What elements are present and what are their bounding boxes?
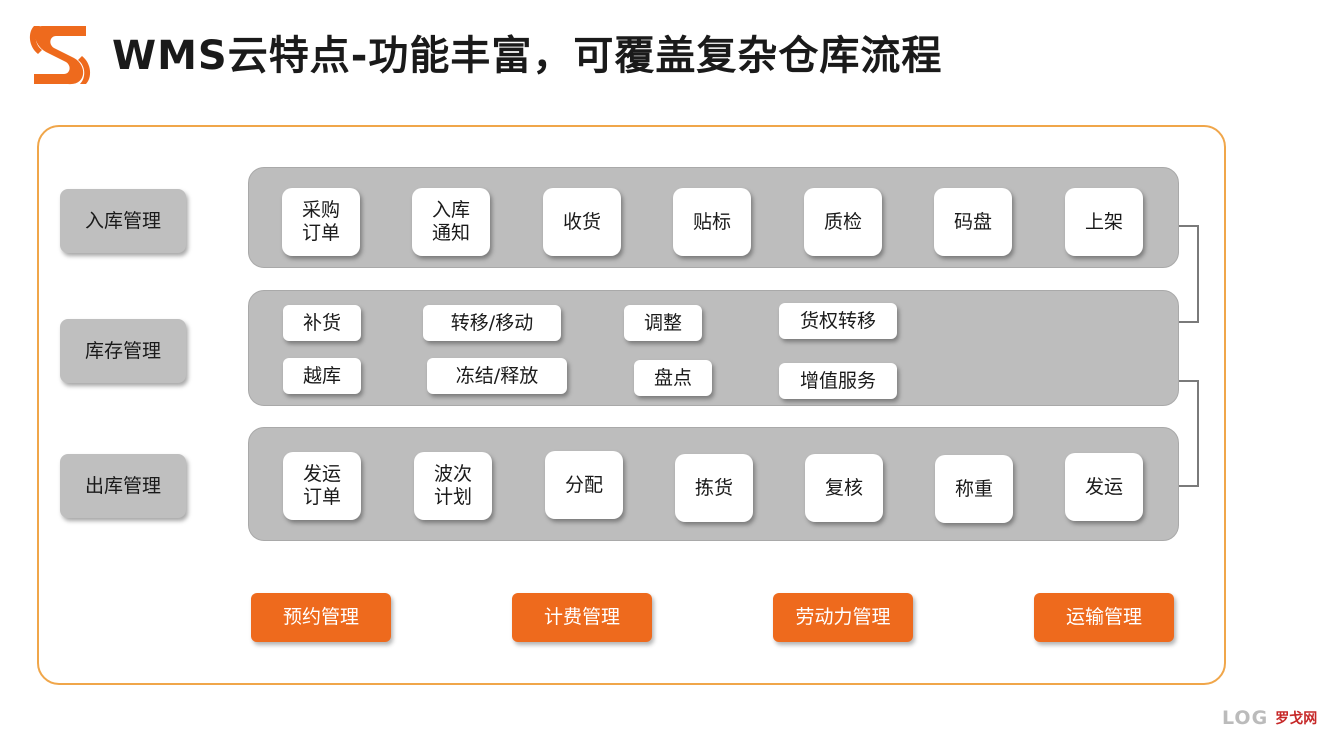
service-transport-management: 运输管理 (1034, 593, 1174, 642)
inventory-item-transfer-move: 转移/移动 (423, 305, 561, 341)
category-outbound-management: 出库管理 (60, 454, 186, 518)
outbound-step-shipping: 发运 (1065, 453, 1143, 521)
outbound-step-rechecking: 复核 (805, 454, 883, 522)
inbound-step-purchase-order: 采购订单 (282, 188, 360, 256)
watermark-brand: LOG (1222, 707, 1269, 729)
inventory-item-ownership-transfer: 货权转移 (779, 303, 897, 339)
inbound-step-palletizing: 码盘 (934, 188, 1012, 256)
inbound-step-quality-check: 质检 (804, 188, 882, 256)
inventory-band (248, 290, 1179, 406)
outbound-step-weighing: 称重 (935, 455, 1013, 523)
inventory-item-value-added-services: 增值服务 (779, 363, 897, 399)
inventory-item-stocktaking: 盘点 (634, 360, 712, 396)
service-appointment-management: 预约管理 (251, 593, 391, 642)
inbound-step-putaway: 上架 (1065, 188, 1143, 256)
category-inventory-management: 库存管理 (60, 319, 186, 383)
outbound-step-wave-planning: 波次计划 (414, 452, 492, 520)
inventory-item-adjustment: 调整 (624, 305, 702, 341)
outbound-step-allocation: 分配 (545, 451, 623, 519)
inventory-item-freeze-release: 冻结/释放 (427, 358, 567, 394)
inventory-item-cross-docking: 越库 (283, 358, 361, 394)
watermark-logo: LOG 罗戈网 (1222, 707, 1326, 733)
outbound-step-picking: 拣货 (675, 454, 753, 522)
inbound-step-receiving: 收货 (543, 188, 621, 256)
outbound-step-shipping-order: 发运订单 (283, 452, 361, 520)
inbound-step-receipt-notice: 入库通知 (412, 188, 490, 256)
inventory-item-replenishment: 补货 (283, 305, 361, 341)
orange-s-logo-icon (29, 26, 91, 85)
category-inbound-management: 入库管理 (60, 189, 186, 253)
page-title: WMS云特点-功能丰富，可覆盖复杂仓库流程 (112, 33, 943, 79)
service-billing-management: 计费管理 (512, 593, 652, 642)
service-labor-management: 劳动力管理 (773, 593, 913, 642)
diagram-frame (37, 125, 1226, 685)
inbound-step-labeling: 贴标 (673, 188, 751, 256)
watermark-site: 罗戈网 (1275, 711, 1318, 727)
